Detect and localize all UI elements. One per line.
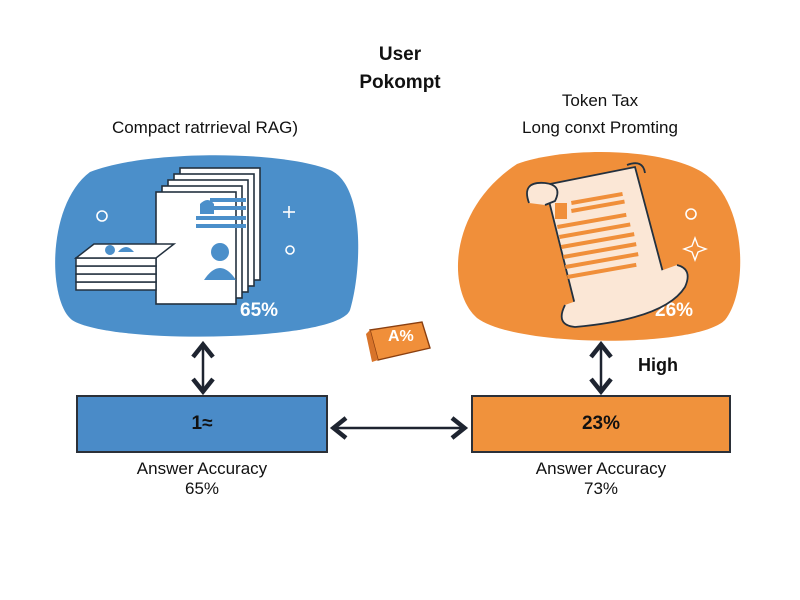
scroll-icon <box>515 155 695 335</box>
right-title: Long conxt Promting <box>522 118 678 137</box>
accuracy-badge-text: A% <box>388 328 414 345</box>
long-context-caption-label: Answer Accuracy <box>535 459 667 478</box>
rag-caption: Answer Accuracy 65% <box>76 459 328 499</box>
high-label: High <box>638 355 678 375</box>
rag-value-box: 1≈ <box>76 395 328 453</box>
accuracy-badge: A% <box>364 318 436 371</box>
rag-blob-percent: 65% <box>240 300 279 321</box>
long-context-caption: Answer Accuracy 73% <box>471 459 731 499</box>
header-line-1: User <box>378 44 422 65</box>
long-context-box-value: 23% <box>581 413 621 434</box>
header-line-2: Pokompt <box>359 72 441 93</box>
right-super-title: Token Tax <box>561 91 639 110</box>
long-context-value-box: 23% <box>471 395 731 453</box>
rag-caption-value: 65% <box>184 479 220 498</box>
rag-caption-label: Answer Accuracy <box>136 459 268 478</box>
long-context-caption-value: 73% <box>583 479 619 498</box>
document-stack-icon <box>70 160 270 310</box>
left-title: Compact ratrrieval RAG) <box>111 118 299 137</box>
rag-box-value: 1≈ <box>191 413 213 434</box>
